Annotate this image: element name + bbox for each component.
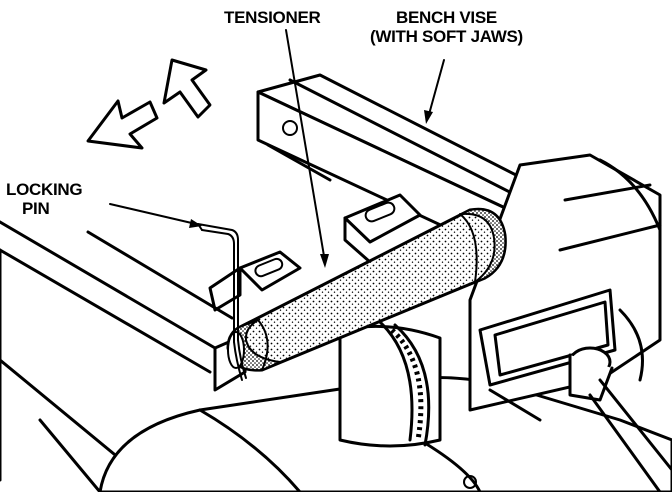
locking-pin-label: LOCKING PIN	[6, 180, 83, 218]
direction-arrow-down-right	[86, 99, 159, 150]
vise-housing	[468, 153, 662, 422]
bench-vise-label-line1: BENCH VISE	[396, 8, 497, 27]
tensioner-label-text: TENSIONER	[224, 8, 321, 27]
direction-arrow-up-left	[162, 58, 212, 119]
tensioner-bracket-right	[343, 193, 422, 264]
locking-pin-label-line2: PIN	[22, 199, 50, 218]
bench-vise-label-line2: (WITH SOFT JAWS)	[370, 27, 523, 46]
tensioner-leader	[285, 29, 329, 268]
tensioner-label: TENSIONER	[224, 8, 321, 27]
tensioner-bracket-left	[208, 250, 302, 312]
vise-column	[338, 320, 442, 448]
vise-handle	[568, 346, 672, 494]
bench-vise-leader	[424, 59, 445, 124]
locking-pin-leader	[109, 203, 202, 228]
bench-vise-label: BENCH VISE (WITH SOFT JAWS)	[370, 8, 523, 46]
locking-pin-label-line1: LOCKING	[6, 180, 83, 199]
